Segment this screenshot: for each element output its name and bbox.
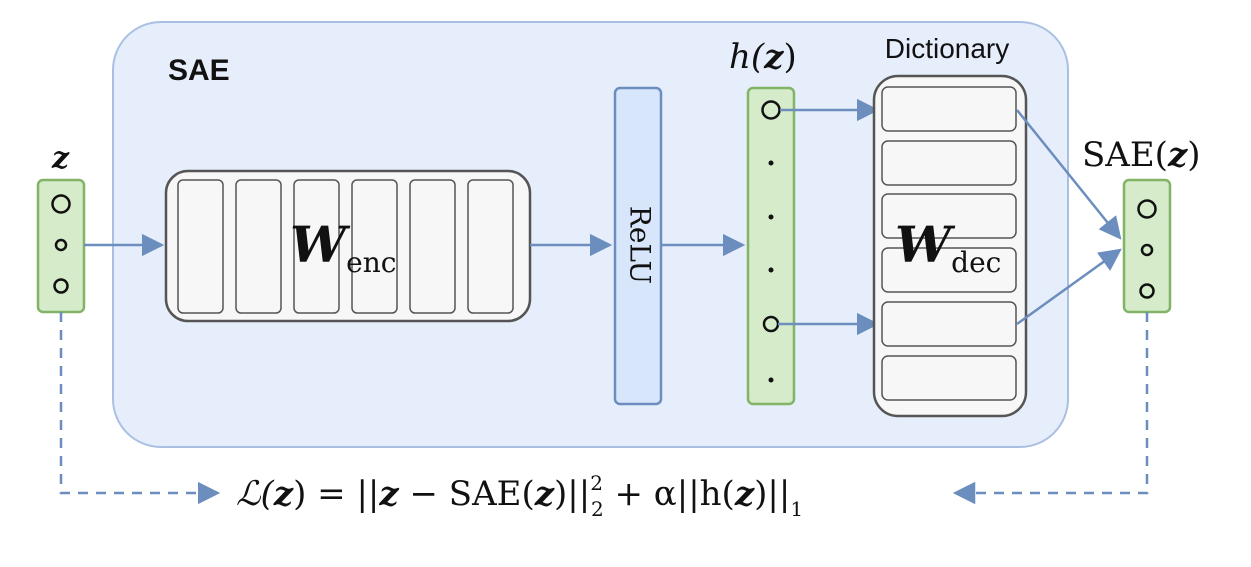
dictionary-atom [881, 247, 1017, 293]
hidden-label: h(z) [729, 37, 797, 77]
sae-label: SAE [168, 54, 230, 87]
decoder-weight-label: Wdec [895, 215, 1001, 279]
output-label-close: ) [1187, 135, 1200, 175]
encoder-column [293, 179, 340, 314]
hidden-unit-active [761, 100, 781, 120]
encoder-column [177, 179, 224, 314]
dashed-arrow-input-to-loss [59, 312, 221, 505]
loss-l1-sub: 1 [790, 497, 803, 521]
hidden-label-close: ) [783, 37, 796, 77]
encoder-column [351, 179, 398, 314]
dashed-arrow-output-to-loss [952, 312, 1149, 505]
loss-sq-sub: 2 [591, 497, 604, 521]
output-unit-small [1140, 243, 1154, 257]
loss-eq: ) = || [293, 474, 379, 514]
encoder-weight-subscript: enc [346, 246, 396, 279]
decoder-weight-subscript: dec [951, 246, 1001, 279]
encoder-column [409, 179, 456, 314]
output-label-main: SAE( [1082, 135, 1168, 175]
loss-z3: z [534, 474, 555, 514]
output-unit-large [1137, 199, 1157, 219]
loss-z4: z [734, 474, 755, 514]
encoder-weight-label: Wenc [290, 215, 396, 279]
output-label-var: z [1167, 135, 1188, 175]
loss-close1: )|| [554, 474, 590, 514]
loss-z2: z [378, 474, 399, 514]
loss-minus: − SAE( [399, 474, 535, 514]
hidden-unit-zero [768, 160, 774, 166]
encoder-weight-symbol: W [290, 215, 351, 274]
relu-label: ReLU [624, 206, 657, 284]
loss-z1: z [273, 474, 294, 514]
dictionary-label: Dictionary [885, 33, 1009, 64]
loss-close2: )|| [754, 474, 790, 514]
arrow-dictionary-to-output-bottom [1016, 248, 1122, 326]
input-unit-small [54, 238, 68, 252]
loss-sq-sup: 2 [590, 471, 603, 495]
dictionary-atom [881, 301, 1017, 347]
input-unit-large [51, 194, 71, 214]
input-label: z [51, 141, 70, 176]
loss-lhs: ℒ( [236, 474, 274, 514]
input-unit-medium [53, 278, 69, 294]
hidden-label-main: h( [729, 37, 765, 77]
dictionary-atom [881, 193, 1017, 239]
output-label: SAE(z) [1082, 135, 1201, 175]
hidden-unit-zero [768, 377, 774, 383]
dictionary-atom [881, 355, 1017, 401]
hidden-vector [746, 86, 796, 406]
encoder-column [467, 179, 514, 314]
dictionary-atom [881, 140, 1017, 186]
decoder-weight-symbol: W [895, 215, 956, 274]
hidden-unit-zero [768, 214, 774, 220]
output-unit-medium [1139, 283, 1155, 299]
loss-plus: + α||h( [604, 474, 735, 514]
hidden-unit-zero [768, 267, 774, 273]
encoder-column [235, 179, 282, 314]
dictionary-atom [881, 86, 1017, 132]
hidden-label-var: z [763, 37, 784, 77]
arrow-dictionary-to-output-top [1016, 109, 1122, 240]
